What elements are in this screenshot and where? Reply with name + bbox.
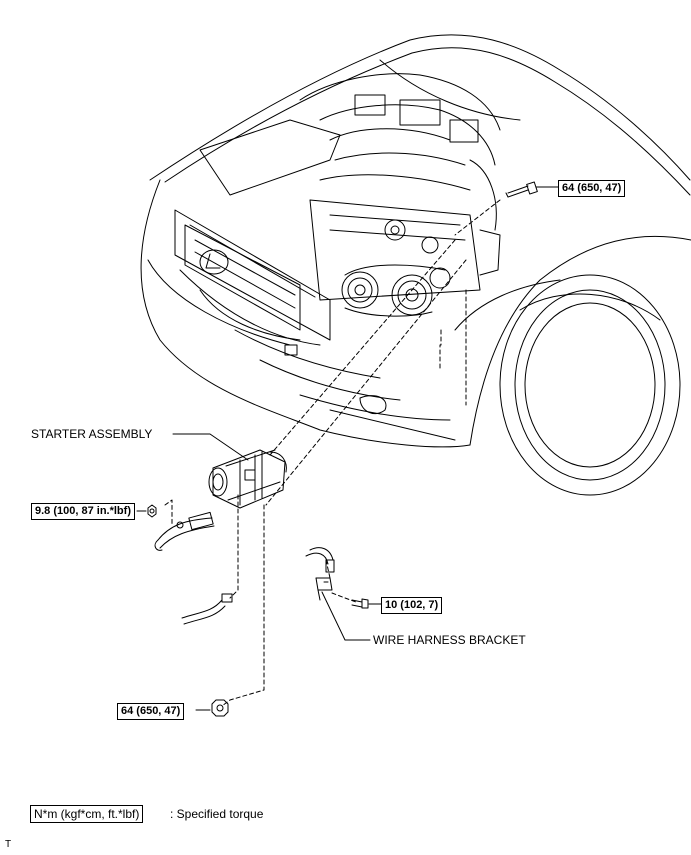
wire-harness-bracket xyxy=(315,577,333,601)
torque-box-starter-bolt-top: 64 (650, 47) xyxy=(558,180,626,197)
hood-outline xyxy=(149,34,691,196)
grille xyxy=(184,224,301,331)
lexus-emblem xyxy=(199,249,229,275)
front-wheel xyxy=(499,274,681,496)
wire-harness-bracket-label: WIRE HARNESS BRACKET xyxy=(373,633,526,647)
bracket-callout-leader xyxy=(321,591,371,641)
figure-mark: T xyxy=(5,839,12,850)
starter-assembly xyxy=(208,449,287,509)
wire-harness xyxy=(305,547,335,573)
torque-box-starter-bolt-bottom: 64 (650, 47) xyxy=(117,703,185,720)
legend-description: : Specified torque xyxy=(170,807,264,821)
starter-bolt-bottom xyxy=(211,699,229,717)
pulleys xyxy=(341,264,451,317)
starter-bolt-top xyxy=(505,181,559,198)
ground-wire xyxy=(181,593,233,625)
engine-assembly xyxy=(199,73,501,301)
torque-box-bracket-bolt: 10 (102, 7) xyxy=(381,597,443,614)
installation-guide-lines xyxy=(164,199,501,707)
terminal-nut xyxy=(147,504,157,518)
starter-cable xyxy=(154,511,215,551)
car-body-outline xyxy=(140,179,691,448)
bracket-bolt xyxy=(351,598,382,609)
torque-box-terminal-nut: 9.8 (100, 87 in.*lbf) xyxy=(31,503,135,520)
starter-assembly-label: STARTER ASSEMBLY xyxy=(31,427,153,441)
legend-unit-box: N*m (kgf*cm, ft.*lbf) xyxy=(30,805,144,823)
starter-callout-leader xyxy=(172,433,249,461)
